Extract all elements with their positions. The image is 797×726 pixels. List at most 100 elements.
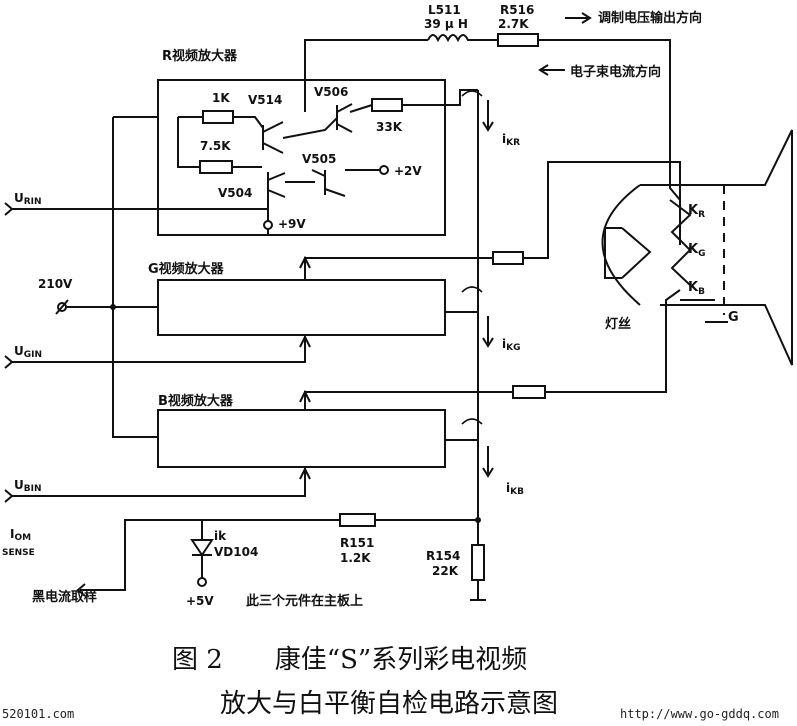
wire-left-bus — [112, 117, 158, 438]
resistor-33k — [371, 98, 403, 112]
black-current-sampling-label: 黑电流取样 — [32, 589, 97, 605]
terminal-9v — [263, 220, 273, 230]
junction-dot — [475, 517, 481, 523]
resistor-7-5k — [199, 160, 233, 174]
watermark-left: 520101.com — [2, 707, 74, 721]
crt-neck-arc — [601, 184, 641, 306]
res-7-5k-label: 7.5K — [200, 139, 231, 153]
hook-r — [461, 90, 483, 97]
terminal-2v — [379, 165, 389, 175]
sense-label: SENSE — [2, 548, 35, 558]
wire-g-top — [304, 257, 493, 280]
b-amp-box — [157, 409, 446, 468]
r151-name: R151 — [340, 536, 374, 550]
caption-line-1: 图 2 康佳“S”系列彩电视频 — [172, 645, 527, 675]
wire-to-kb — [545, 289, 681, 393]
ubin-label: UBIN — [14, 478, 42, 494]
g-amp-box — [157, 279, 446, 336]
res-33k-label: 33K — [376, 120, 403, 134]
cathodes-zigzag — [669, 199, 692, 286]
crt-outline — [640, 129, 793, 366]
l511-value: 39 μ H — [424, 17, 468, 31]
wire-b-top — [304, 391, 513, 410]
ikb-label: iKB — [506, 481, 524, 497]
figure-caption: 图 2 康佳“S”系列彩电视频 放大与白平衡自检电路示意图 — [172, 645, 558, 719]
g-amp-title: G视频放大器 — [148, 261, 225, 277]
ikr-label: iKR — [502, 132, 520, 148]
wire-to-kg — [523, 161, 681, 259]
v504-label: V504 — [218, 186, 252, 200]
r151-value: 1.2K — [340, 551, 371, 565]
r154-name: R154 — [426, 549, 460, 563]
l511-name: L511 — [428, 3, 461, 17]
inductor-l511 — [427, 34, 472, 43]
arrow-beam-current — [538, 64, 565, 76]
resistor-r516 — [497, 33, 539, 47]
beam-current-dir: 电子束电流方向 — [570, 64, 661, 80]
watermark-right: http://www.go-gddq.com — [620, 707, 779, 721]
resistor-1k — [202, 110, 234, 124]
resistor-b-kb — [512, 385, 546, 399]
filament-left — [604, 227, 622, 279]
r516-name: R516 — [500, 3, 534, 17]
v506-label: V506 — [314, 85, 348, 99]
arrow-mod-voltage — [565, 12, 592, 24]
filament-shape — [621, 227, 652, 279]
mod-voltage-dir: 调制电压输出方向 — [598, 10, 702, 26]
transistor-v506 — [336, 103, 353, 133]
arrow-g-up — [299, 255, 311, 269]
b-amp-title: B视频放大器 — [158, 393, 234, 409]
hook-b — [461, 418, 483, 425]
ikg-label: iKG — [502, 337, 521, 353]
junction-dot — [110, 304, 116, 310]
g-grid-label: G — [728, 310, 739, 325]
arrow-ubin — [4, 489, 14, 503]
diode-vd104 — [190, 539, 214, 557]
arrow-ugin — [4, 355, 14, 369]
wire-ugin — [12, 335, 306, 363]
r-amp-title: R视频放大器 — [162, 48, 238, 64]
terminal-5v — [197, 577, 207, 587]
arrow-sense-out — [76, 583, 86, 597]
arrow-urin — [4, 202, 14, 216]
v505-label: V505 — [302, 152, 336, 166]
wire-to-kr — [538, 39, 681, 201]
urin-label: URIN — [14, 191, 42, 207]
hook-g — [461, 286, 483, 293]
input-arrows — [4, 202, 311, 597]
transistor-v514 — [262, 121, 284, 154]
plus-9v-label: +9V — [278, 217, 306, 231]
v210-label: 210V — [38, 277, 73, 291]
arrow-b-in-up — [299, 466, 311, 480]
kb-label: KB — [688, 280, 705, 297]
arrow-ikg — [482, 316, 494, 348]
mainboard-note: 此三个元件在主板上 — [246, 593, 363, 609]
current-arrows — [461, 12, 592, 478]
wire-r151-to-out — [80, 519, 340, 591]
ik-label: ik — [214, 529, 227, 543]
transistor-v504 — [267, 172, 286, 198]
crt-tube — [601, 129, 793, 366]
arrow-g-in-up — [299, 334, 311, 348]
plus-2v-label: +2V — [394, 164, 422, 178]
arrow-b-up — [299, 389, 311, 403]
text-labels: L511 39 μ H R516 2.7K 调制电压输出方向 电子束电流方向 R… — [2, 3, 739, 609]
vd104-label: VD104 — [214, 545, 258, 559]
ugin-label: UGIN — [14, 344, 42, 360]
arrow-ikb — [482, 446, 494, 478]
arrow-ikr — [482, 100, 494, 132]
r516-value: 2.7K — [498, 17, 529, 31]
resistor-r154 — [471, 544, 485, 581]
r-amp-internals — [158, 80, 445, 235]
v514-label: V514 — [248, 93, 282, 107]
res-1k-label: 1K — [212, 91, 230, 105]
iom-label: IOM — [10, 527, 31, 543]
components — [55, 33, 546, 587]
filament-label: 灯丝 — [605, 316, 631, 332]
resistor-g-kg — [492, 251, 524, 265]
plus-5v-label: +5V — [186, 594, 214, 608]
r154-value: 22K — [432, 564, 459, 578]
transistor-v505 — [311, 169, 346, 197]
